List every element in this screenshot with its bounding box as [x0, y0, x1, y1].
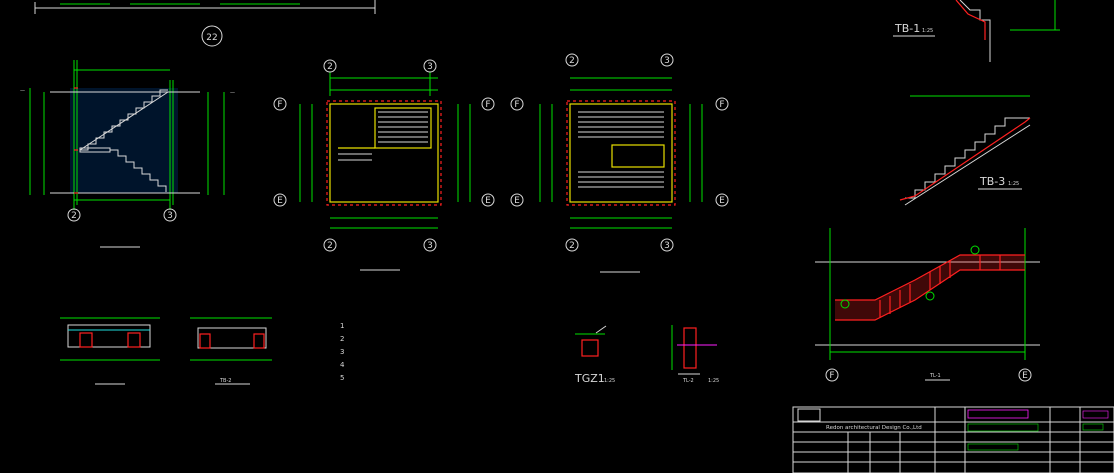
plan-2-view: 2 3 2 3 F E F E — [273, 59, 495, 271]
svg-text:1:25: 1:25 — [708, 378, 719, 384]
detail-a-view — [60, 317, 160, 385]
sheet-number: 22 — [206, 33, 217, 43]
plan3-axis-top-3: 3 — [664, 56, 670, 66]
title-block: Redon architectural Design Co.,Ltd — [792, 406, 1114, 473]
plan-3-view: 2 3 2 3 F E F E — [510, 53, 729, 273]
svg-text:1:25: 1:25 — [922, 28, 933, 34]
stair-section-view: — — 2 3 — [20, 60, 235, 248]
svg-text:E: E — [719, 196, 725, 206]
tl2-title: TL-2 — [682, 378, 694, 384]
note-1: 1 — [340, 322, 344, 330]
tgz1-title: TGZ1 — [574, 372, 605, 385]
section-axis-2: 2 — [71, 211, 77, 221]
svg-text:F: F — [485, 100, 490, 110]
general-notes: 1 2 3 4 5 — [340, 322, 345, 382]
svg-text:1:25: 1:25 — [604, 378, 615, 384]
tl1-axis-F: F — [829, 371, 834, 381]
detail-b-view: TB-2 — [190, 317, 272, 385]
plan3-axis-E: E — [514, 196, 520, 206]
plan2-axis-F: F — [277, 100, 282, 110]
plan2-axis-top-2: 2 — [327, 62, 333, 72]
plan2-axis-bottom-2: 2 — [327, 241, 333, 251]
svg-text:—: — — [230, 90, 235, 96]
top-frame — [34, 0, 376, 14]
plan3-axis-top-2: 2 — [569, 56, 575, 66]
svg-text:E: E — [485, 196, 491, 206]
tl2-view: TL-2 1:25 — [671, 325, 719, 384]
tb1-view: TB-1 1:25 — [893, 0, 1060, 62]
tb1-title: TB-1 — [894, 22, 920, 35]
tl1-axis-E: E — [1022, 371, 1028, 381]
svg-text:1:25: 1:25 — [1008, 181, 1019, 187]
tl1-view: F E TL-1 — [815, 228, 1040, 382]
section-axis-3: 3 — [167, 211, 173, 221]
note-5: 5 — [340, 374, 344, 382]
note-3: 3 — [340, 348, 344, 356]
svg-text:—: — — [20, 88, 25, 94]
tl1-title: TL-1 — [929, 373, 941, 379]
note-2: 2 — [340, 335, 344, 343]
plan2-axis-top-3: 3 — [427, 62, 433, 72]
sheet-number-bubble: 22 — [201, 25, 223, 47]
plan3-axis-bottom-3: 3 — [664, 241, 670, 251]
svg-text:F: F — [719, 100, 724, 110]
plan2-axis-bottom-3: 3 — [427, 241, 433, 251]
tgz1-view: TGZ1 1:25 — [574, 325, 615, 385]
plan3-axis-F: F — [514, 100, 519, 110]
tb3-title: TB-3 — [979, 175, 1005, 188]
detail-b-title: TB-2 — [219, 378, 231, 384]
plan3-axis-bottom-2: 2 — [569, 241, 575, 251]
company-name-en: Redon architectural Design Co.,Ltd — [826, 425, 922, 431]
tb3-view: TB-3 1:25 — [899, 95, 1031, 206]
plan2-axis-E: E — [277, 196, 283, 206]
note-4: 4 — [340, 361, 345, 369]
